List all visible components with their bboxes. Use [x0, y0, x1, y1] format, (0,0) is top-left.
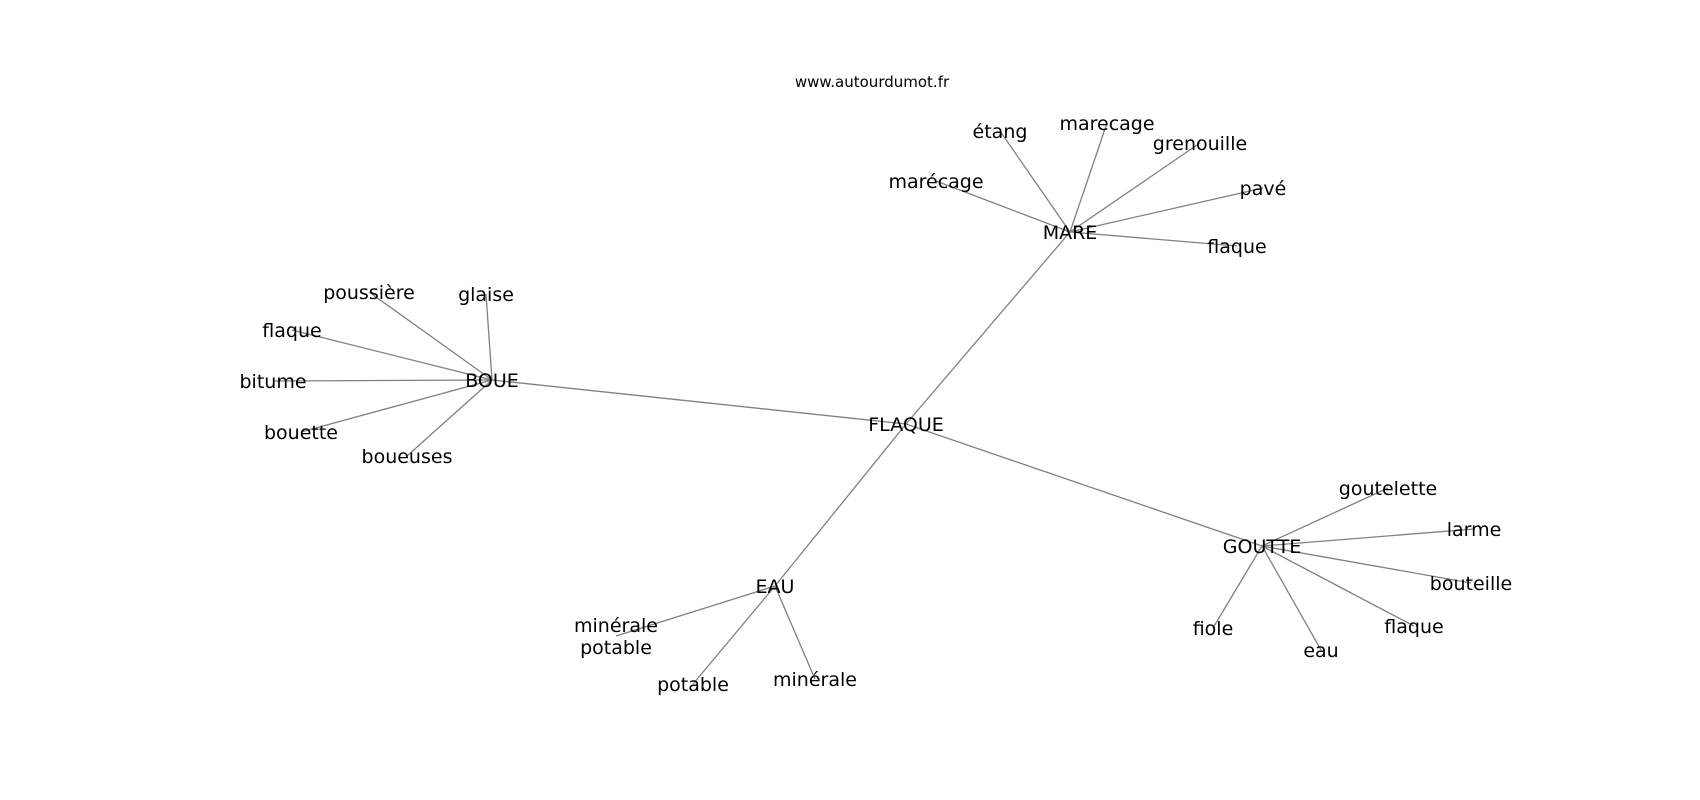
node-label-flaque_goutte: flaque	[1384, 616, 1443, 638]
edge-goutte-larme	[1261, 528, 1475, 547]
edge-boue-glaise	[485, 293, 493, 381]
labels-layer: FLAQUE MARE BOUE EAU GOUTTE étang marecagegren…	[239, 113, 1512, 696]
edge-flaque_center-mare	[905, 231, 1071, 425]
node-label-fiole: fiole	[1193, 618, 1234, 640]
edge-goutte-goutelette	[1261, 487, 1389, 547]
node-label-eau_leaf: eau	[1303, 640, 1338, 662]
node-label-boueuses: boueuses	[362, 446, 453, 468]
node-label-larme: larme	[1447, 519, 1502, 541]
site-url: www.autourdumot.fr	[795, 73, 950, 91]
edge-mare-etang	[999, 130, 1071, 233]
node-label-goutelette: goutelette	[1339, 478, 1437, 500]
edge-eau_hub-potable	[692, 585, 776, 685]
node-label-marecage_plain: marecage	[1059, 113, 1154, 135]
edge-boue-poussiere	[368, 291, 493, 381]
edge-goutte-flaque_goutte	[1261, 545, 1415, 627]
node-label-mare: MARE	[1043, 222, 1098, 244]
node-label-bouette: bouette	[264, 422, 338, 444]
edge-flaque_center-eau_hub	[774, 423, 907, 587]
node-label-goutte: GOUTTE	[1223, 536, 1301, 558]
node-label-poussiere: poussière	[323, 282, 415, 304]
node-label-marecage_accent: marécage	[888, 171, 983, 193]
node-label-boue: BOUE	[465, 370, 519, 392]
node-label-etang: étang	[973, 121, 1028, 143]
edge-eau_hub-minerale	[774, 585, 816, 680]
node-label-flaque_center: FLAQUE	[868, 414, 943, 436]
edge-boue-bouette	[300, 379, 493, 433]
edge-goutte-eau_leaf	[1261, 545, 1322, 651]
node-label-flaque_mare: flaque	[1207, 236, 1266, 258]
node-label-glaise: glaise	[458, 284, 514, 306]
edge-mare-flaque_mare	[1069, 231, 1238, 247]
node-label-bitume: bitume	[239, 371, 306, 393]
node-label-eau_hub: EAU	[756, 576, 795, 598]
edge-mare-pave	[1069, 187, 1264, 233]
edge-boue-bitume	[272, 379, 493, 382]
edge-goutte-bouteille	[1261, 545, 1472, 584]
node-label-potable: potable	[657, 674, 729, 696]
edge-flaque_center-boue	[491, 379, 907, 425]
edge-boue-boueuses	[406, 379, 493, 457]
node-label-bouteille: bouteille	[1430, 573, 1512, 595]
edge-mare-marecage_accent	[935, 180, 1071, 233]
edge-mare-marecage_plain	[1069, 122, 1108, 233]
edge-eau_hub-minerale_potable	[615, 585, 776, 637]
node-label-grenouille: grenouille	[1153, 133, 1247, 155]
edge-boue-flaque_boue	[291, 329, 493, 381]
node-label-pave: pavé	[1240, 178, 1287, 200]
node-label-minerale: minérale	[773, 669, 857, 691]
edge-mare-grenouille	[1069, 142, 1201, 233]
node-label-flaque_boue: flaque	[262, 320, 321, 342]
edge-flaque_center-goutte	[905, 423, 1263, 547]
edges-layer	[272, 122, 1475, 685]
edge-goutte-fiole	[1212, 545, 1263, 629]
